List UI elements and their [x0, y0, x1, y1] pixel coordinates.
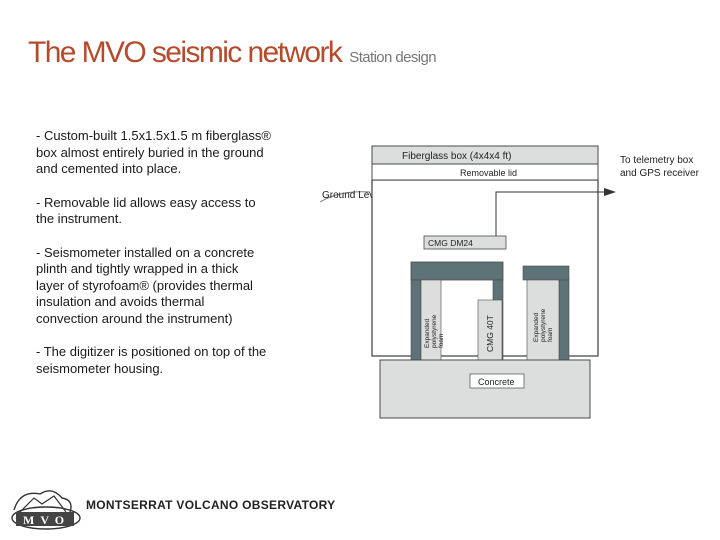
seismometer-label: CMG 40T — [485, 315, 495, 352]
box-size-label: Fiberglass box (4x4x4 ft) — [402, 151, 512, 162]
foam-right-panel — [526, 279, 560, 361]
mvo-logo: MVO — [11, 490, 81, 530]
page-title: The MVO seismic network — [28, 36, 343, 69]
seismometer-body — [477, 299, 503, 361]
bullet-line: insulation and avoids thermal — [36, 294, 205, 309]
removable-lid-label: Removable lid — [460, 168, 517, 178]
removable-lid — [371, 163, 599, 181]
title-bar: The MVO seismic network Station design — [28, 36, 437, 70]
foam-left-label: Expanded polystyrene foam — [424, 313, 445, 348]
station-diagram: Ground Level Fiberglass box (4x4x4 ft) R… — [319, 145, 700, 419]
bullet-line: box almost entirely buried in the ground — [36, 144, 264, 160]
bullet-removable-lid: - Removable lid allows easy access to th… — [36, 195, 316, 228]
bullet-line: - Removable lid allows easy access to — [36, 194, 256, 210]
bullet-line: and cemented into place. — [36, 161, 182, 176]
bullet-line: convection around the instrument) — [36, 310, 233, 326]
volcano-cloud-icon — [13, 490, 72, 513]
bullet-line: layer of styrofoam® (provides thermal — [36, 277, 253, 293]
right-housing-top — [522, 265, 570, 281]
seismometer-housing — [410, 261, 504, 281]
digitizer-box — [423, 235, 507, 250]
telemetry-label-line1: To telemetry box — [620, 155, 693, 166]
concrete-label: Concrete — [478, 377, 515, 387]
bullet-line: - Custom-built 1.5x1.5x1.5 m fiberglass® — [36, 128, 272, 143]
bullet-line: - The digitizer is positioned on top of … — [36, 344, 267, 359]
bullet-line: the instrument. — [36, 211, 122, 226]
bullet-line: plinth and tightly wrapped in a thick — [36, 261, 239, 276]
bullet-digitizer: - The digitizer is positioned on top of … — [36, 344, 316, 377]
housing-left-wall — [410, 279, 422, 361]
telemetry-arrowhead — [604, 188, 616, 196]
concrete-label-box — [469, 373, 525, 389]
telemetry-label-line2: and GPS receiver — [620, 168, 700, 179]
right-housing-wall — [558, 279, 570, 361]
logo-text: MVO — [23, 513, 70, 527]
bullet-line: seismometer housing. — [36, 360, 164, 376]
bullet-list: - Custom-built 1.5x1.5x1.5 m fiberglass®… — [36, 128, 316, 394]
foam-right-label: Expanded polystyrene foam — [533, 307, 554, 342]
digitizer-label: CMG DM24 — [428, 238, 473, 248]
bullet-seismometer: - Seismometer installed on a concrete pl… — [36, 245, 316, 328]
organization-name: MONTSERRAT VOLCANO OBSERVATORY — [86, 498, 336, 512]
bullet-fiberglass-box: - Custom-built 1.5x1.5x1.5 m fiberglass®… — [36, 128, 316, 178]
page-subtitle: Station design — [349, 49, 436, 66]
concrete-plinth — [379, 359, 591, 419]
ground-level-label: Ground Level — [322, 190, 382, 201]
telemetry-cable — [495, 191, 604, 246]
ground-level-line — [319, 191, 371, 203]
bullet-line: - Seismometer installed on a concrete — [36, 244, 255, 260]
